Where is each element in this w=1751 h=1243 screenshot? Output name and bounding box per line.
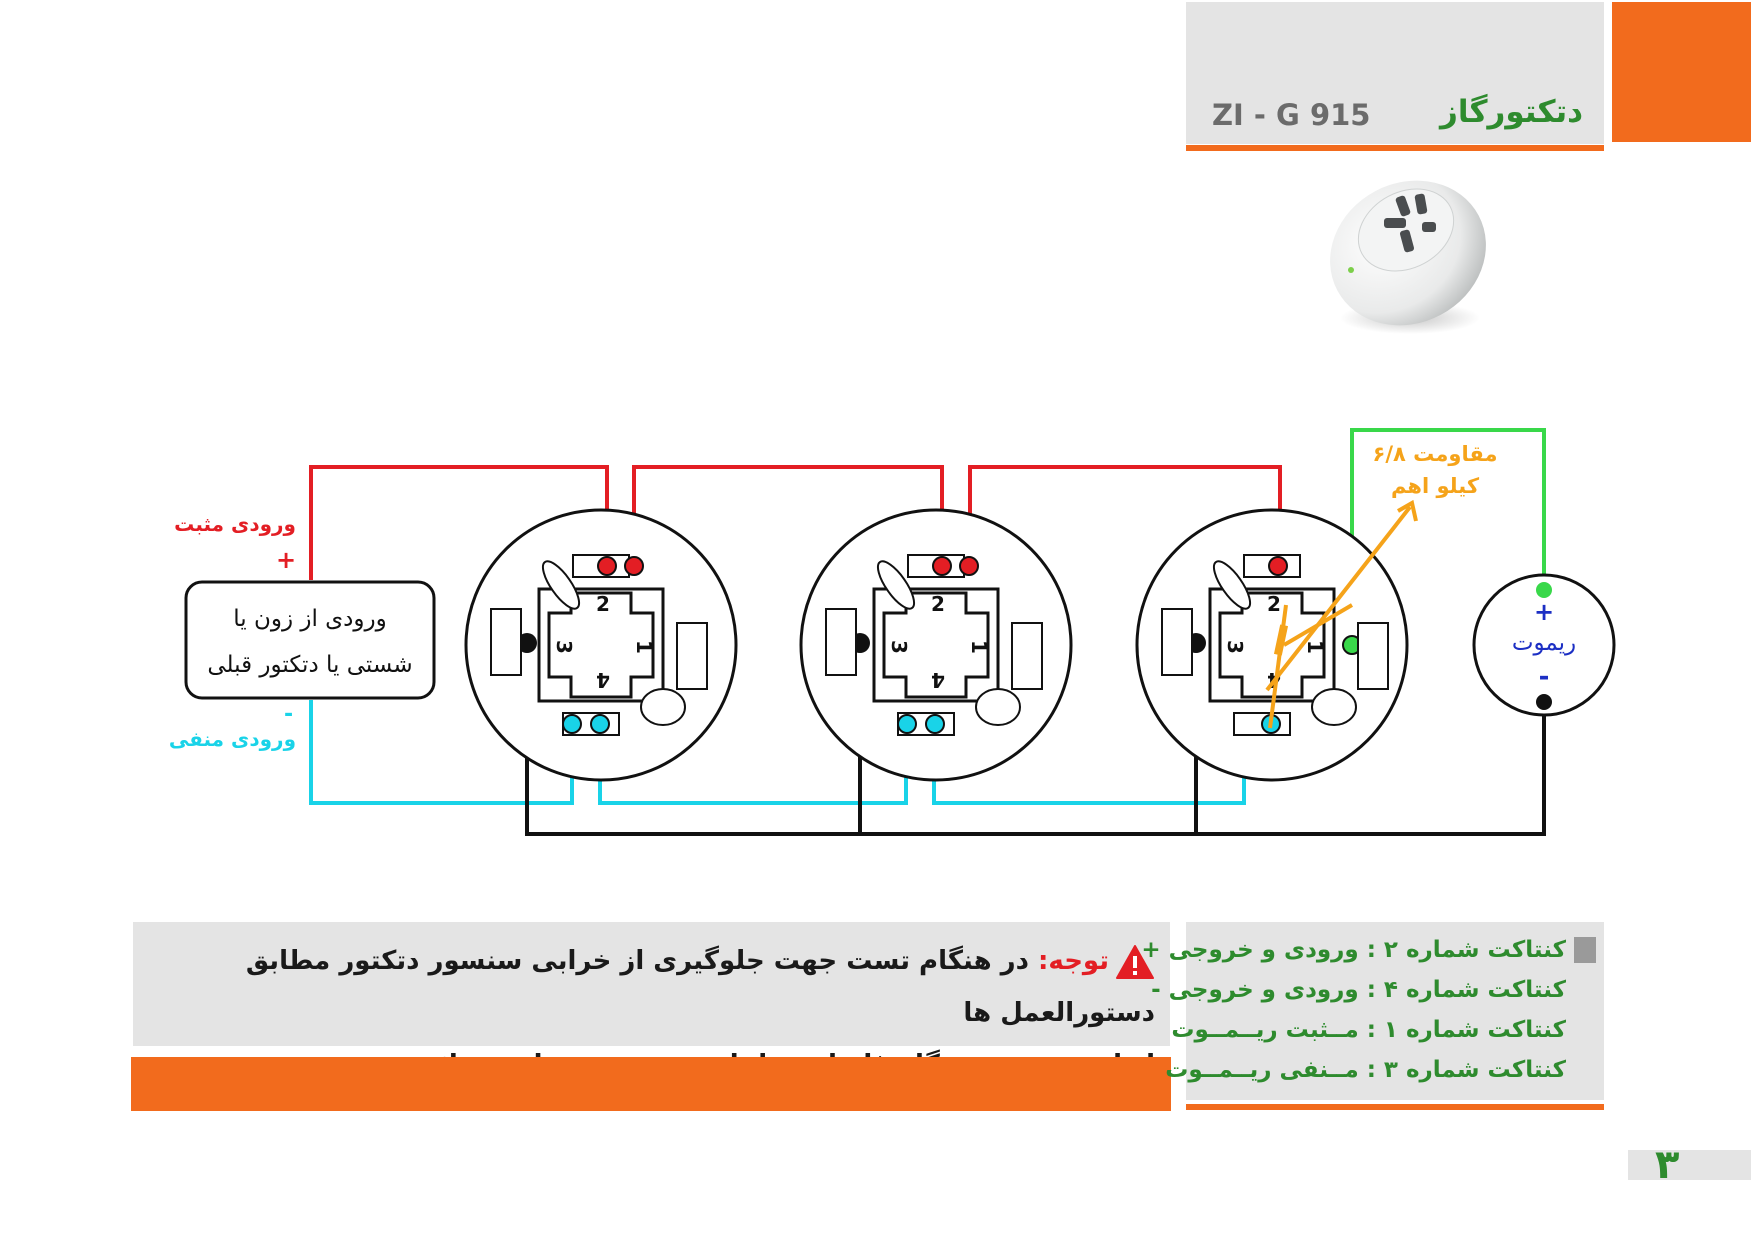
resistor-label: مقاومت ۶/۸ کیلو اهم <box>1360 438 1510 502</box>
detector-base-1: 2 1 3 4 <box>464 508 738 782</box>
svg-text:4: 4 <box>596 668 610 692</box>
input-positive-label: ورودی مثبت <box>174 512 296 536</box>
input-source-line1: ورودی از زون یا <box>233 606 387 632</box>
note-panel <box>133 922 1170 1046</box>
contacts-underline <box>1186 1104 1604 1110</box>
svg-text:4: 4 <box>931 668 945 692</box>
resistor-label-line1: مقاومت ۶/۸ <box>1372 442 1498 466</box>
svg-text:1: 1 <box>967 640 991 654</box>
note-line1-text: در هنگام تست جهت جلوگیری از خرابی سنسور … <box>245 946 1155 1028</box>
svg-text:1: 1 <box>1303 640 1327 654</box>
input-source-box <box>184 580 436 700</box>
header-panel <box>1186 2 1604 144</box>
gas-detector-image <box>1330 180 1486 334</box>
svg-text:3: 3 <box>552 640 576 654</box>
remote-plus-sign: + <box>1533 598 1555 626</box>
svg-text:2: 2 <box>596 592 610 616</box>
svg-text:3: 3 <box>1223 640 1247 654</box>
svg-text:2: 2 <box>931 592 945 616</box>
input-negative-label: ورودی منفی <box>168 727 296 751</box>
warning-icon <box>1116 944 1154 979</box>
note-line1: توجه: در هنگام تست جهت جلوگیری از خرابی … <box>150 935 1155 1039</box>
remote-minus-sign: - <box>1538 662 1550 692</box>
detector-base-3: 2 1 3 4 <box>1135 499 1418 782</box>
remote-label: ریموت <box>1511 630 1577 656</box>
contact-item: کنتاکت شماره ۳ : مــنفی ریــمــوت <box>1165 1057 1566 1083</box>
page-title: دتکتورگاز <box>1440 94 1584 130</box>
header-underline <box>1186 145 1604 151</box>
remote-circle <box>1472 573 1616 717</box>
svg-text:2: 2 <box>1267 592 1281 616</box>
contact-item: کنتاکت شماره ۱ : مــثبت ریــمــوت <box>1171 1017 1566 1043</box>
page-number: ۳ <box>1655 1142 1680 1188</box>
svg-text:1: 1 <box>632 640 656 654</box>
input-source-line2: شستی یا دتکتور قبلی <box>207 652 413 678</box>
detector-base-2: 2 1 3 4 <box>799 508 1073 782</box>
note-label: توجه: <box>1038 946 1109 976</box>
contacts-panel <box>1186 922 1604 1100</box>
negative-sign: - <box>284 702 294 727</box>
resistor-label-line2: کیلو اهم <box>1390 474 1480 498</box>
contacts-list: کنتاکت شماره ۲ : ورودی و خروجی + کنتاکت … <box>1141 930 1566 1090</box>
footer-accent-bar <box>131 1057 1171 1111</box>
contacts-marker <box>1574 937 1596 963</box>
contact-item: کنتاکت شماره ۲ : ورودی و خروجی + <box>1141 937 1566 963</box>
page-number-bar <box>1628 1150 1751 1180</box>
positive-sign: + <box>276 546 297 574</box>
contact-item: کنتاکت شماره ۴ : ورودی و خروجی - <box>1151 977 1566 1003</box>
input-source-text: ورودی از زون یا شستی یا دتکتور قبلی <box>192 596 428 688</box>
header-accent-block <box>1612 2 1751 142</box>
model-number: ZI - G 915 <box>1212 98 1371 132</box>
svg-text:3: 3 <box>887 640 911 654</box>
